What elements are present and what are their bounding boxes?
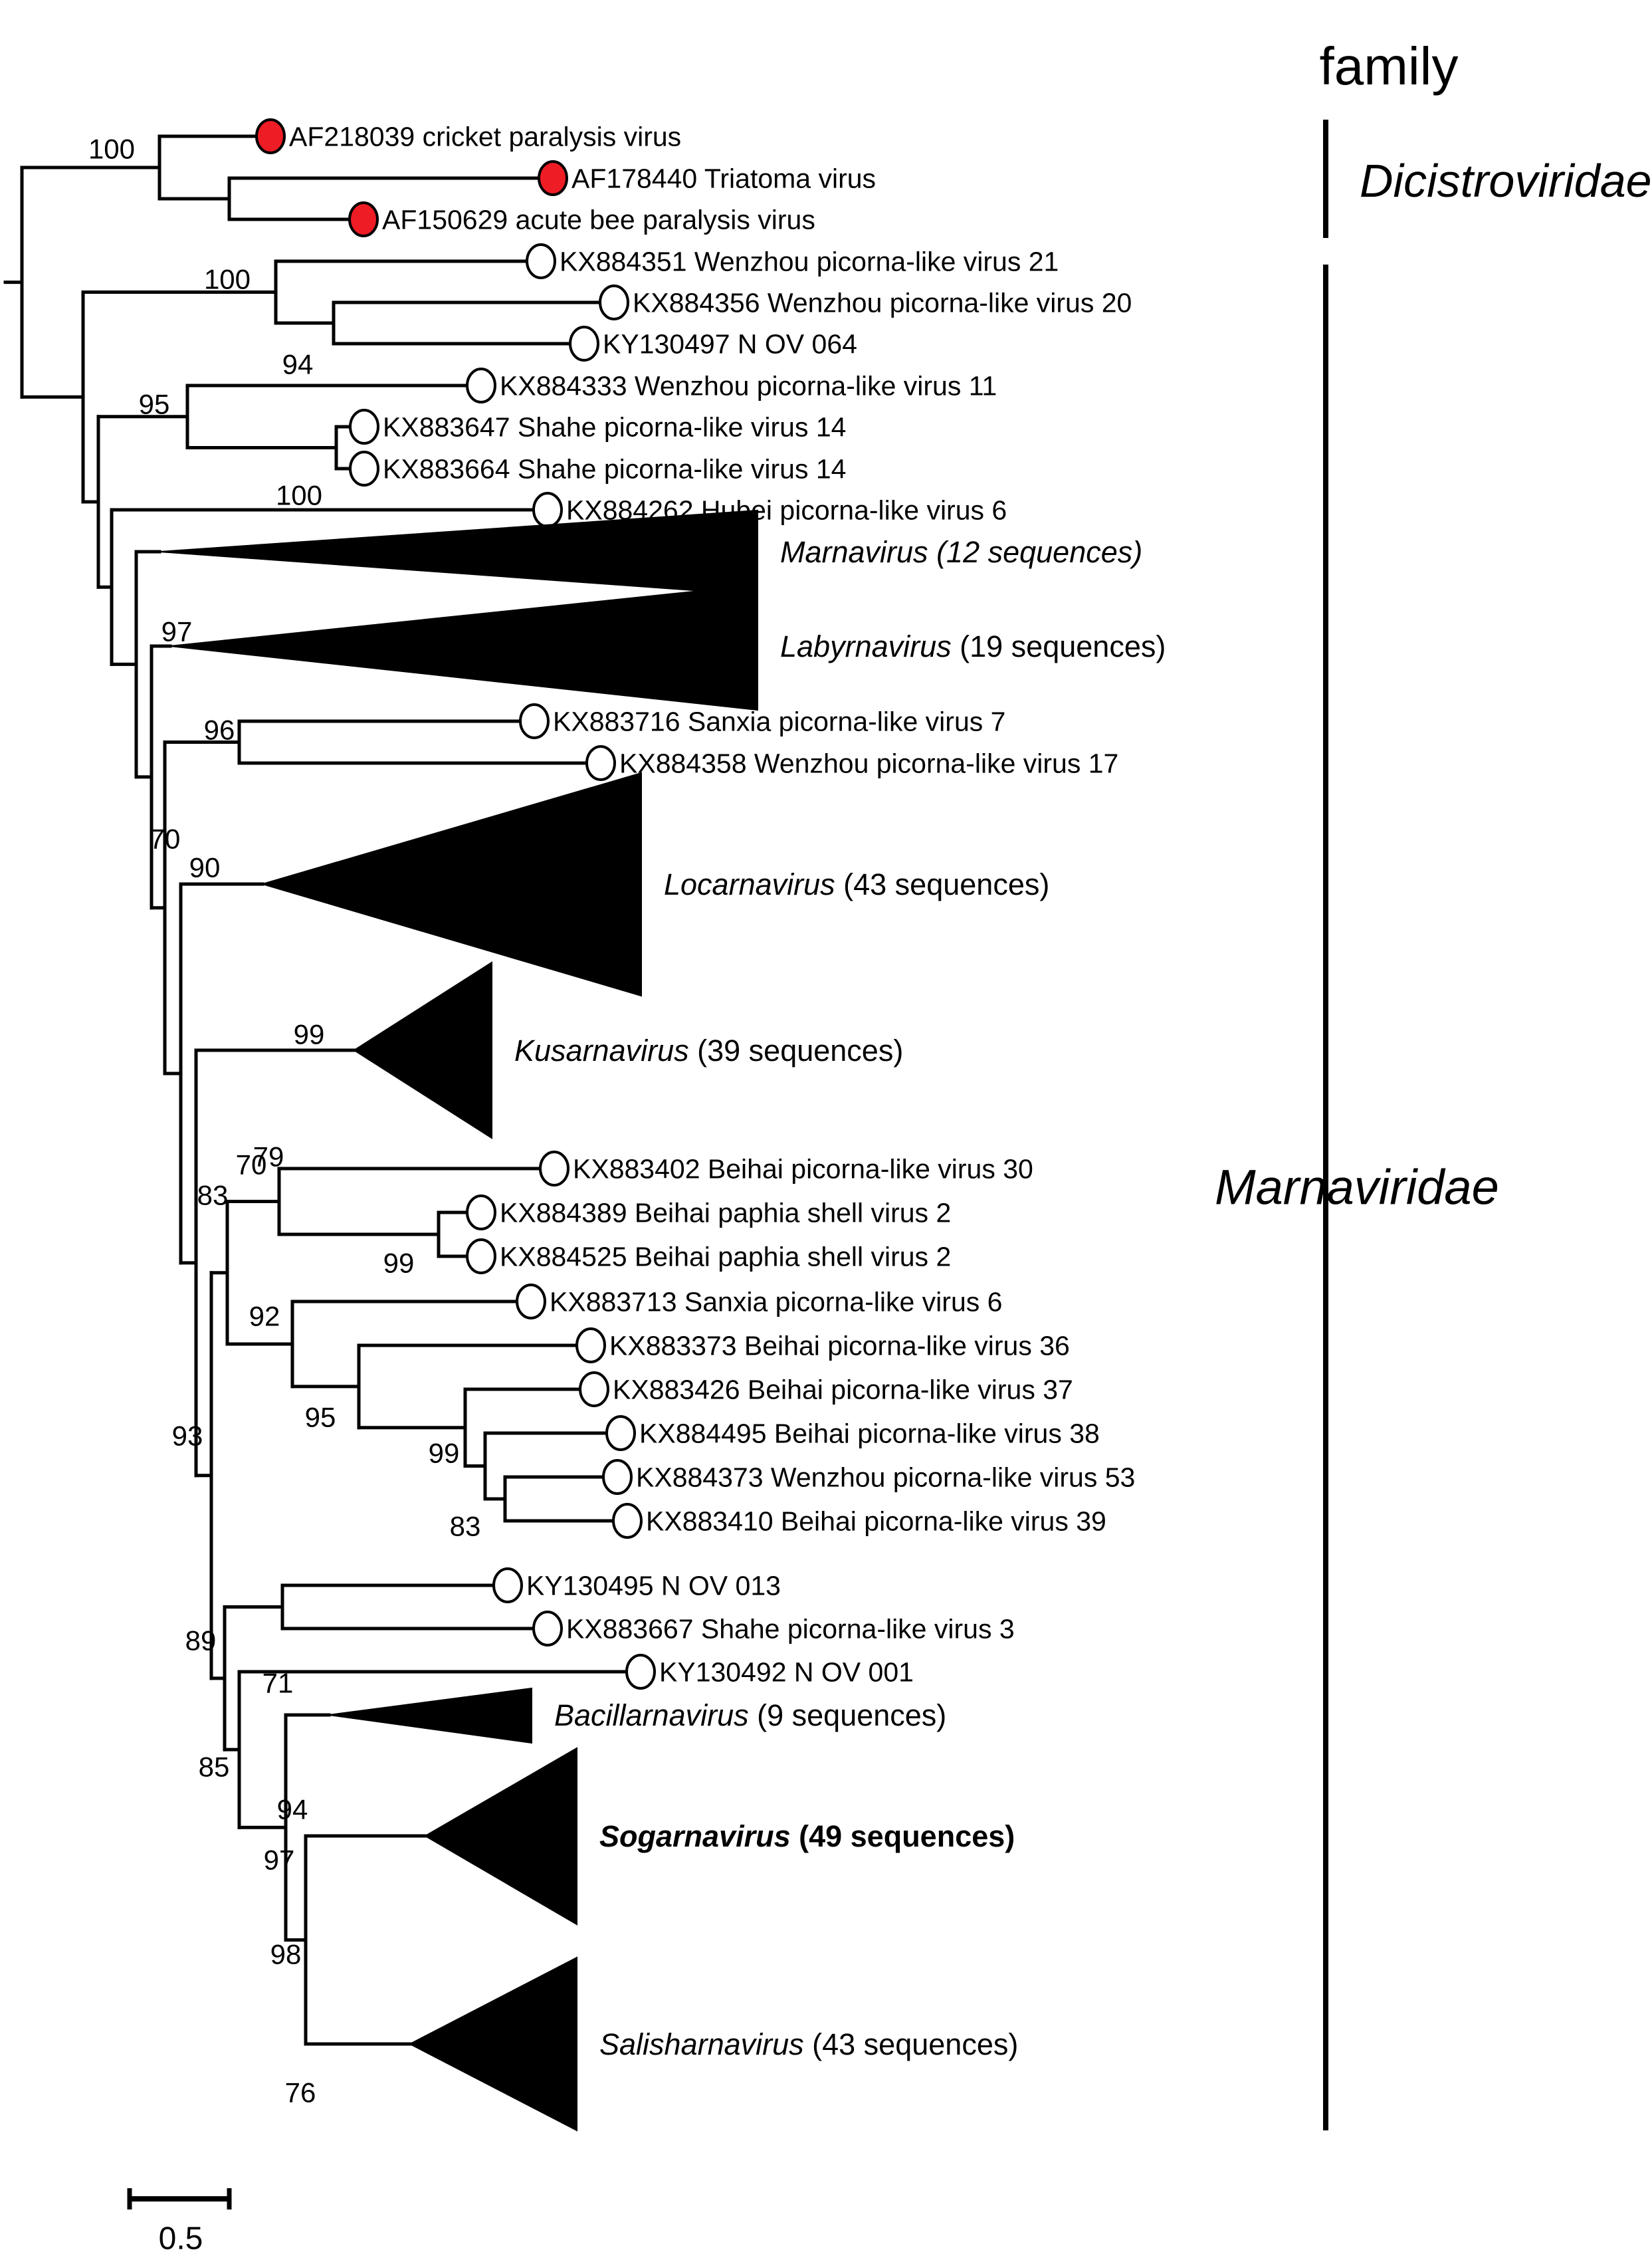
bootstrap-value: 100	[204, 264, 251, 295]
tip-label: AF150629 acute bee paralysis virus	[382, 204, 815, 235]
clade-label: Kusarnavirus (39 sequences)	[514, 1034, 903, 1068]
tip-label: KX884373 Wenzhou picorna-like virus 53	[636, 1462, 1135, 1492]
bootstrap-value: 83	[197, 1180, 229, 1211]
open-circle-marker	[492, 1567, 523, 1603]
open-circle-marker	[349, 409, 379, 445]
bootstrap-value: 71	[262, 1668, 294, 1699]
tip-label: KX883426 Beihai picorna-like virus 37	[613, 1374, 1073, 1405]
open-circle-marker	[579, 1371, 609, 1407]
bootstrap-value: 100	[276, 480, 322, 511]
bootstrap-value: 83	[450, 1511, 481, 1542]
tip-label: KX884356 Wenzhou picorna-like virus 20	[633, 287, 1132, 318]
tip-label: KX884389 Beihai paphia shell virus 2	[500, 1197, 951, 1228]
bootstrap-value: 99	[383, 1248, 415, 1279]
collapsed-clade-triangle	[169, 584, 758, 711]
tip-label: KX883667 Shahe picorna-like virus 3	[566, 1613, 1015, 1644]
tip-label: KX884351 Wenzhou picorna-like virus 21	[560, 246, 1059, 277]
tip-label: AF178440 Triatoma virus	[571, 163, 876, 193]
open-circle-marker	[349, 451, 379, 487]
bootstrap-value: 99	[294, 1019, 325, 1050]
collapsed-clade-triangle	[353, 961, 492, 1139]
open-circle-marker	[466, 1238, 496, 1274]
tip-label: AF218039 cricket paralysis virus	[289, 121, 681, 152]
bootstrap-value: 97	[161, 616, 193, 647]
bootstrap-value: 93	[172, 1420, 203, 1452]
open-circle-marker	[516, 1284, 546, 1319]
tip-label: KX884333 Wenzhou picorna-like virus 11	[500, 370, 997, 401]
open-circle-marker	[466, 368, 496, 403]
open-circle-marker	[532, 1611, 563, 1646]
red-circle-marker	[255, 118, 286, 154]
tip-label: KX884495 Beihai picorna-like virus 38	[639, 1418, 1100, 1448]
tip-label: KX884358 Wenzhou picorna-like virus 17	[619, 748, 1118, 778]
red-circle-marker	[538, 160, 568, 196]
open-circle-marker	[575, 1327, 606, 1363]
red-circle-marker	[348, 201, 379, 237]
clade-label: Locarnavirus (43 sequences)	[664, 867, 1049, 901]
bootstrap-value: 90	[189, 852, 221, 883]
tip-label: KX883402 Beihai picorna-like virus 30	[573, 1153, 1033, 1184]
open-circle-marker	[526, 243, 556, 279]
clade-label: Bacillarnavirus (9 sequences)	[554, 1698, 946, 1732]
open-circle-marker	[519, 703, 550, 739]
collapsed-clade-triangle	[159, 509, 758, 596]
open-circle-marker	[625, 1654, 656, 1690]
bootstrap-value: 98	[270, 1939, 302, 1970]
tip-label: KX883664 Shahe picorna-like virus 14	[383, 453, 846, 484]
bootstrap-value: 99	[429, 1438, 460, 1469]
open-circle-marker	[466, 1194, 496, 1230]
family-label-marnaviridae: Marnaviridae	[1215, 1159, 1499, 1215]
tip-label: KX884525 Beihai paphia shell virus 2	[500, 1241, 951, 1272]
open-circle-marker	[605, 1415, 636, 1451]
bootstrap-value: 94	[277, 1794, 308, 1825]
bootstrap-value: 76	[285, 2077, 316, 2108]
clade-label: Labyrnavirus (19 sequences)	[780, 629, 1166, 663]
bootstrap-value: 97	[264, 1845, 295, 1876]
bootstrap-value: 92	[249, 1301, 280, 1332]
clade-label: Sogarnavirus (49 sequences)	[599, 1819, 1015, 1853]
clade-label: Salisharnavirus (43 sequences)	[599, 2027, 1018, 2061]
tip-label: KX883373 Beihai picorna-like virus 36	[609, 1330, 1070, 1361]
open-circle-marker	[539, 1151, 569, 1187]
open-circle-marker	[569, 326, 599, 362]
open-circle-marker	[612, 1503, 643, 1539]
bootstrap-value: 89	[185, 1625, 217, 1656]
open-circle-marker	[599, 284, 629, 320]
tip-label: KX883716 Sanxia picorna-like virus 7	[553, 706, 1005, 736]
tip-label: KX883410 Beihai picorna-like virus 39	[646, 1506, 1106, 1536]
tip-label: KY130497 N OV 064	[603, 328, 857, 359]
bootstrap-value: 70	[150, 824, 181, 855]
tip-label: KX883647 Shahe picorna-like virus 14	[383, 411, 846, 442]
figure-title: family	[1319, 37, 1459, 96]
bootstrap-value: 96	[204, 715, 235, 746]
collapsed-clade-triangle	[408, 1956, 577, 2132]
bootstrap-value: 95	[139, 389, 170, 420]
collapsed-clade-triangle	[328, 1687, 532, 1744]
family-bar	[1323, 265, 1328, 2130]
family-label-dicistroviridae: Dicistroviridae	[1360, 155, 1652, 207]
bootstrap-value: 79	[253, 1141, 284, 1173]
collapsed-clade-triangle	[424, 1747, 577, 1926]
open-circle-marker	[585, 745, 616, 781]
tip-label: KX883713 Sanxia picorna-like virus 6	[550, 1286, 1002, 1317]
tip-label: KY130492 N OV 001	[659, 1656, 914, 1687]
bootstrap-value: 94	[282, 349, 314, 380]
bootstrap-value: 70	[236, 1149, 267, 1181]
open-circle-marker	[602, 1459, 633, 1495]
clade-label: Marnavirus (12 sequences)	[780, 535, 1142, 569]
open-circle-marker	[532, 492, 563, 528]
scale-bar-label: 0.5	[158, 2221, 203, 2257]
bootstrap-value: 95	[305, 1402, 336, 1433]
collapsed-clade-triangle	[260, 772, 642, 997]
bootstrap-value: 85	[199, 1752, 230, 1783]
bootstrap-value: 100	[88, 134, 135, 165]
family-bar	[1323, 120, 1328, 238]
tip-label: KY130495 N OV 013	[526, 1570, 781, 1601]
